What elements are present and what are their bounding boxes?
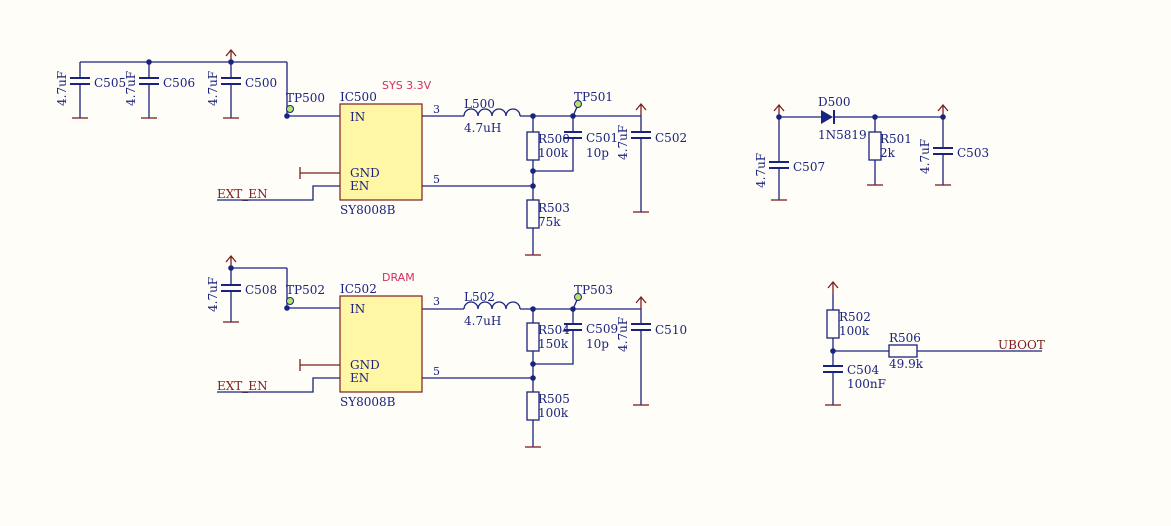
sys-regulator-wires [217,102,651,256]
r503-value: 75k [538,215,561,229]
c504-ref: C504 [847,363,879,377]
c503-ref: C503 [957,146,989,160]
c506-ref: C506 [163,76,195,90]
c500-ref: C500 [245,76,277,90]
r500-ref: R500 [538,132,570,146]
r506-ref: R506 [889,331,921,345]
c509-value: 10p [586,337,609,351]
r501-value: 2k [880,146,896,160]
ic502-body [339,295,423,393]
r500-value: 100k [538,146,569,160]
ic500-pin5: 5 [433,173,440,186]
c507-ref: C507 [793,160,825,174]
ic500-part: SY8008B [340,203,396,217]
c504-value: 100nF [847,377,886,391]
c509-ref: C509 [586,322,618,336]
c501-ref: C501 [586,131,618,145]
ic502-pin-gnd: GND [350,358,380,372]
r504-value: 150k [538,337,569,351]
l500-ref: L500 [464,97,495,111]
r506-value: 49.9k [889,357,924,371]
tp501-label: TP501 [574,90,613,104]
sys-en-net: EXT_EN [217,187,268,201]
sys-rail-label: SYS 3.3V [382,79,432,92]
ic500-pin-in: IN [350,110,365,124]
c510-ref: C510 [655,323,687,337]
ic502-pin-en: EN [350,371,369,385]
c508-ref: C508 [245,283,277,297]
tp501-testpoint[interactable] [574,100,582,108]
r504-ref: R504 [538,323,570,337]
l502-ref: L502 [464,290,495,304]
ic502-pin3: 3 [433,295,440,308]
c505-ref: C505 [94,76,126,90]
tp503-label: TP503 [574,283,613,297]
ic502-ref: IC502 [340,282,377,296]
dram-rail-label: DRAM [382,271,415,284]
l500-value: 4.7uH [464,121,501,135]
l502-value: 4.7uH [464,314,501,328]
ic500-body [339,103,423,201]
ic500-pin-en: EN [350,179,369,193]
ic502-pin5: 5 [433,365,440,378]
diode-block-wires [769,103,953,201]
uboot-block-wires [823,280,1042,406]
c507-value: 4.7uF [754,153,768,188]
c500-value: 4.7uF [206,71,220,106]
uboot-net-label: UBOOT [998,338,1045,352]
ic500-pin-gnd: GND [350,166,380,180]
c508-value: 4.7uF [206,277,220,312]
r505-value: 100k [538,406,569,420]
c506-value: 4.7uF [124,71,138,106]
r502-ref: R502 [839,310,871,324]
c502-value: 4.7uF [616,125,630,160]
tp503-testpoint[interactable] [574,293,582,301]
tp500-label: TP500 [286,91,325,105]
c501-value: 10p [586,146,609,160]
r502-value: 100k [839,324,870,338]
d500-ref: D500 [818,95,851,109]
dram-en-net: EXT_EN [217,379,268,393]
tp500-testpoint[interactable] [286,105,294,113]
c502-ref: C502 [655,131,687,145]
c510-value: 4.7uF [616,317,630,352]
r501-ref: R501 [880,132,912,146]
d500-value: 1N5819 [818,128,867,142]
dram-regulator-wires [217,254,651,448]
r503-ref: R503 [538,201,570,215]
tp502-label: TP502 [286,283,325,297]
ic500-ref: IC500 [340,90,377,104]
d500-diode-symbol [821,110,833,124]
ic502-part: SY8008B [340,395,396,409]
c505-value: 4.7uF [55,71,69,106]
c503-value: 4.7uF [918,139,932,174]
input-capacitor-bank [70,48,288,119]
ic500-pin3: 3 [433,103,440,116]
r505-ref: R505 [538,392,570,406]
ic502-pin-in: IN [350,302,365,316]
tp502-testpoint[interactable] [286,297,294,305]
